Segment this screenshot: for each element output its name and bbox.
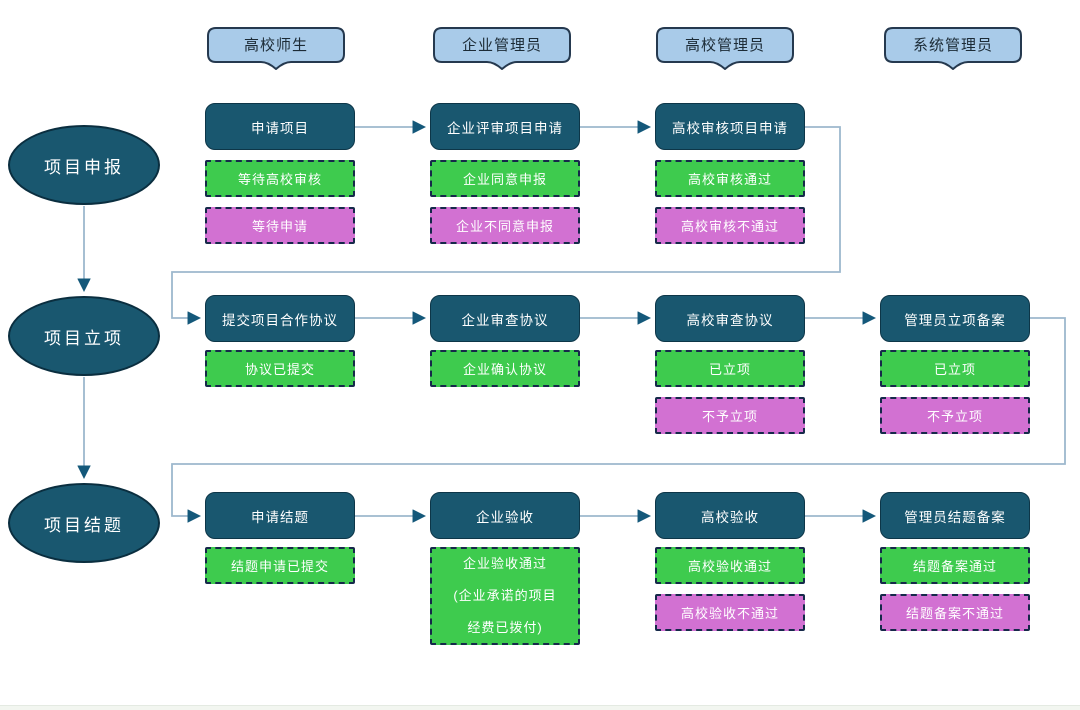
- process-admin-approval-filing: 管理员立项备案: [880, 295, 1030, 342]
- status-box: 已立项: [655, 350, 805, 387]
- process-university-review-agreement: 高校审查协议: [655, 295, 805, 342]
- status-box: 高校审核通过: [655, 160, 805, 197]
- process-label: 管理员立项备案: [904, 312, 1006, 328]
- process-enterprise-acceptance: 企业验收: [430, 492, 580, 539]
- status-box: 不予立项: [880, 397, 1030, 434]
- status-box: 企业确认协议: [430, 350, 580, 387]
- status-box: 已立项: [880, 350, 1030, 387]
- status-box: 不予立项: [655, 397, 805, 434]
- process-submit-cooperation-agreement: 提交项目合作协议: [205, 295, 355, 342]
- process-label: 企业评审项目申请: [447, 120, 563, 136]
- process-label: 企业验收: [476, 509, 534, 525]
- phase-label: 项目结题: [44, 515, 124, 535]
- status-label: 企业验收通过 (企业承诺的项目 经费已拨付): [453, 556, 557, 635]
- phase-label: 项目立项: [44, 328, 124, 348]
- process-label: 高校审查协议: [686, 312, 774, 328]
- status-label: 等待高校审核: [237, 172, 322, 187]
- status-label: 已立项: [933, 362, 976, 377]
- route-r1-to-r2: [171, 126, 841, 325]
- status-label: 结题申请已提交: [230, 559, 329, 574]
- process-admin-conclusion-filing: 管理员结题备案: [880, 492, 1030, 539]
- role-header-label: 高校管理员: [684, 37, 765, 54]
- status-box: 高校验收通过: [655, 547, 805, 584]
- status-box: 等待高校审核: [205, 160, 355, 197]
- status-box: 企业不同意申报: [430, 207, 580, 244]
- process-label: 申请结题: [251, 509, 309, 525]
- status-label: 等待申请: [251, 219, 308, 234]
- role-header-university-staff: 高校师生: [207, 27, 345, 71]
- process-apply-conclusion: 申请结题: [205, 492, 355, 539]
- status-label: 高校审核通过: [687, 172, 772, 187]
- status-label: 结题备案不通过: [905, 606, 1004, 621]
- status-box: 企业同意申报: [430, 160, 580, 197]
- role-header-label: 企业管理员: [461, 37, 542, 54]
- process-label: 申请项目: [251, 120, 309, 136]
- role-header-label: 高校师生: [243, 37, 308, 54]
- process-label: 高校验收: [701, 509, 759, 525]
- phase-project-application: 项目申报: [8, 125, 160, 205]
- phase-project-approval: 项目立项: [8, 296, 160, 376]
- status-box: 结题备案不通过: [880, 594, 1030, 631]
- route-r2-to-r3: [171, 317, 1066, 523]
- callout-shape: [433, 27, 571, 70]
- process-enterprise-review-application: 企业评审项目申请: [430, 103, 580, 150]
- status-label: 协议已提交: [244, 362, 315, 377]
- status-label: 已立项: [708, 362, 751, 377]
- process-label: 企业审查协议: [461, 312, 549, 328]
- role-header-system-admin: 系统管理员: [884, 27, 1022, 71]
- status-label: 高校审核不通过: [680, 219, 779, 234]
- bottom-edge-strip: [0, 705, 1080, 710]
- phase-label: 项目申报: [44, 157, 124, 177]
- status-label: 企业确认协议: [462, 362, 547, 377]
- role-header-label: 系统管理员: [912, 37, 993, 54]
- status-box: 等待申请: [205, 207, 355, 244]
- process-apply-project: 申请项目: [205, 103, 355, 150]
- role-header-enterprise-admin: 企业管理员: [433, 27, 571, 71]
- status-label: 高校验收通过: [687, 559, 772, 574]
- status-label: 结题备案通过: [912, 559, 997, 574]
- role-header-university-admin: 高校管理员: [656, 27, 794, 71]
- process-university-review-application: 高校审核项目申请: [655, 103, 805, 150]
- status-box: 高校审核不通过: [655, 207, 805, 244]
- status-label: 不予立项: [701, 409, 758, 424]
- status-box: 结题备案通过: [880, 547, 1030, 584]
- process-label: 管理员结题备案: [904, 509, 1006, 525]
- status-box: 协议已提交: [205, 350, 355, 387]
- callout-shape: [656, 27, 794, 70]
- process-label: 高校审核项目申请: [672, 120, 788, 136]
- status-box: 高校验收不通过: [655, 594, 805, 631]
- process-enterprise-review-agreement: 企业审查协议: [430, 295, 580, 342]
- status-box: 企业验收通过 (企业承诺的项目 经费已拨付): [430, 547, 580, 645]
- callout-shape: [884, 27, 1022, 70]
- status-box: 结题申请已提交: [205, 547, 355, 584]
- status-label: 高校验收不通过: [680, 606, 779, 621]
- phase-project-conclusion: 项目结题: [8, 483, 160, 563]
- status-label: 不予立项: [926, 409, 983, 424]
- process-label: 提交项目合作协议: [222, 312, 338, 328]
- process-university-acceptance: 高校验收: [655, 492, 805, 539]
- callout-shape: [207, 27, 345, 70]
- status-label: 企业不同意申报: [455, 219, 554, 234]
- status-label: 企业同意申报: [462, 172, 547, 187]
